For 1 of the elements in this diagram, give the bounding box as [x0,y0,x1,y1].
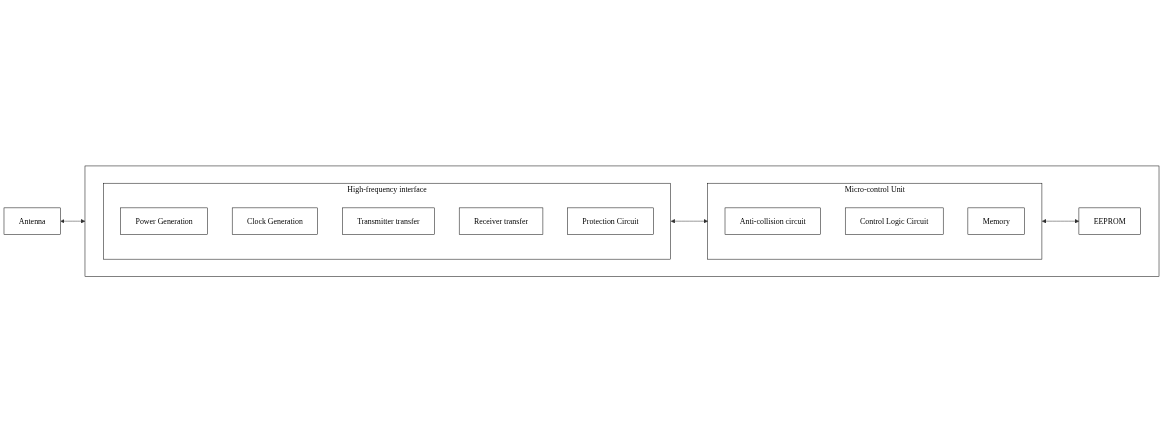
cluster [84,166,1160,277]
